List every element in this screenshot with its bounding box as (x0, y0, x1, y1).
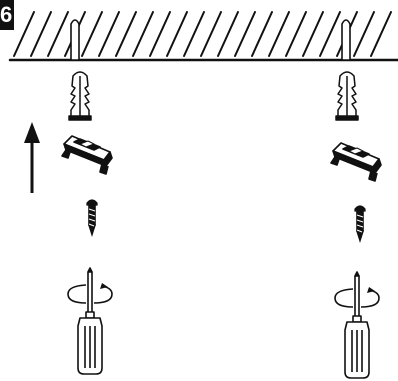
upward-arrow-icon (24, 122, 40, 193)
wall-hatch-line (47, 11, 69, 57)
wall-anchor-left (68, 71, 92, 121)
wall-hatch-line (370, 11, 392, 57)
screwdriver-right (344, 271, 370, 379)
wall-hatch-line (319, 11, 341, 57)
wall-hatch-line (217, 11, 239, 57)
mounting-bracket-right (330, 142, 382, 182)
wall-section-icon (8, 11, 398, 62)
drilled-hole-left (70, 19, 80, 61)
wall-hatch-line (251, 11, 273, 57)
wall-hatch-line (353, 11, 375, 57)
wall-hatch-line (183, 11, 205, 57)
wall-hatch-line (81, 11, 103, 57)
wall-hatch-line (132, 11, 154, 57)
wall-hatch-line (149, 11, 171, 57)
wall-hatch-line (30, 11, 52, 57)
wall-hatch-line (268, 11, 290, 57)
wall-hatch-line (166, 11, 188, 57)
wall-hatch-line (98, 11, 120, 57)
screw-left (86, 199, 98, 236)
drilled-hole-right (341, 19, 351, 61)
step-number-badge: 6 (0, 0, 14, 30)
wall-hatch-line (200, 11, 222, 57)
wall-hatch-line (285, 11, 307, 57)
wall-hatch-line (234, 11, 256, 57)
screw-right (354, 205, 366, 242)
wall-hatch-line (302, 11, 324, 57)
screwdriver-left (77, 267, 103, 375)
wall-hatch-line (115, 11, 137, 57)
mounting-bracket-left (61, 135, 113, 175)
wall-hatch-line (13, 11, 35, 57)
wall-anchor-right (335, 71, 359, 121)
